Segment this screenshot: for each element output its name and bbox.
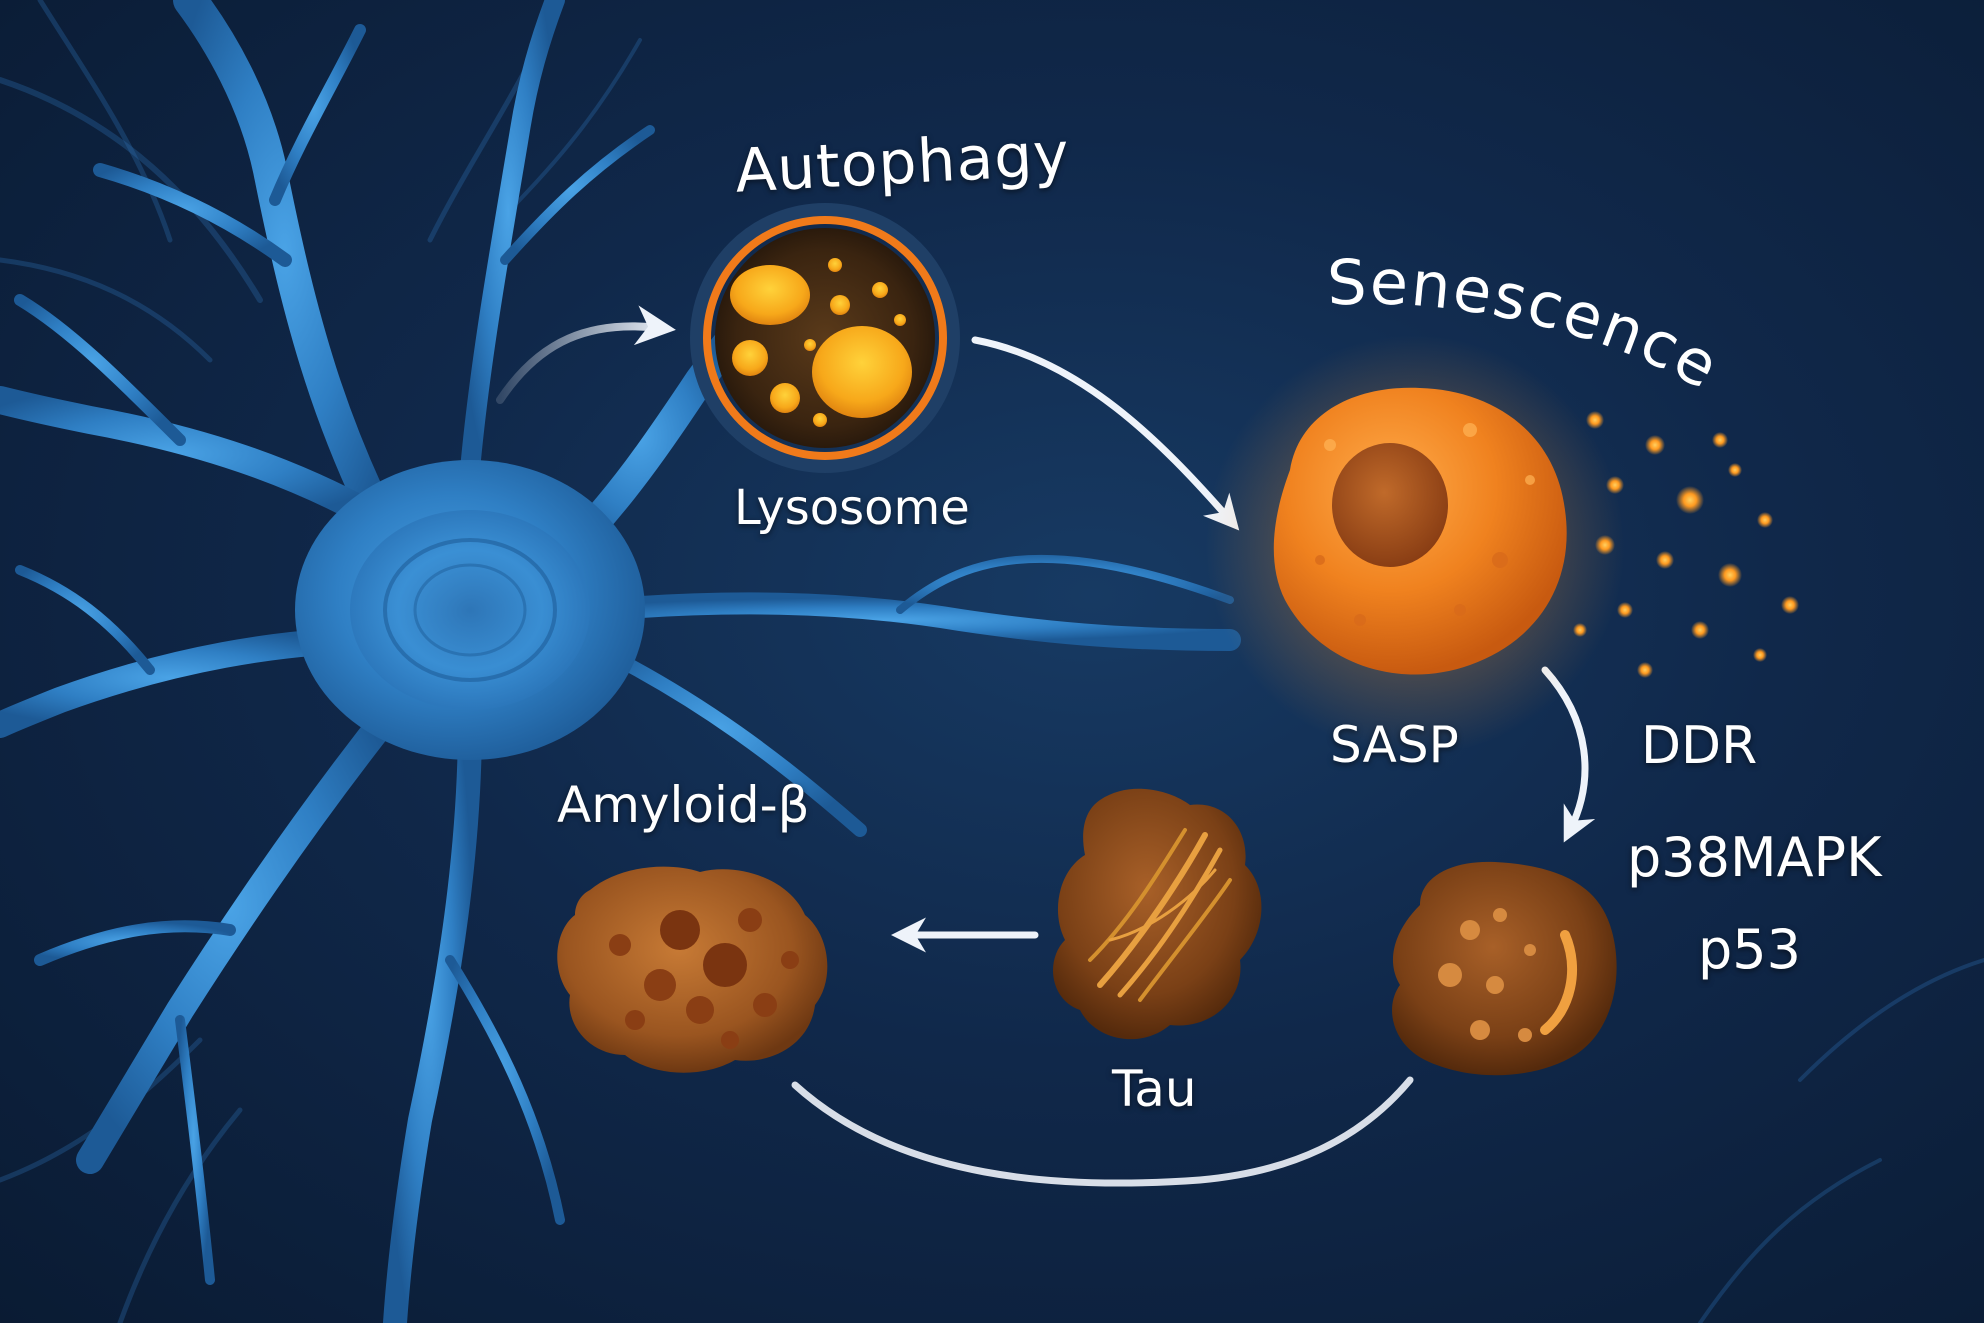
lysosome-label: Lysosome	[734, 480, 970, 536]
arrow-return-loop	[791, 1076, 1414, 1187]
ddr-label: DDR	[1641, 716, 1758, 776]
senescent-cell	[1205, 335, 1625, 755]
sasp-particles	[1573, 411, 1799, 678]
arrow-lysosome-to-senescence	[971, 336, 1240, 531]
arrow-to-lysosome	[496, 305, 676, 404]
p53-label: p53	[1698, 918, 1801, 981]
amyloid-plaque	[557, 866, 828, 1073]
sasp-label: SASP	[1330, 716, 1459, 774]
tau-aggregate	[1053, 788, 1262, 1040]
amyloid-label: Amyloid-β	[557, 776, 810, 834]
p38mapk-label: p38MAPK	[1627, 826, 1882, 889]
damaged-cell	[1392, 861, 1617, 1076]
tau-label: Tau	[1112, 1060, 1197, 1118]
neuron-soma	[295, 460, 645, 760]
lysosome-organelle	[690, 203, 960, 473]
